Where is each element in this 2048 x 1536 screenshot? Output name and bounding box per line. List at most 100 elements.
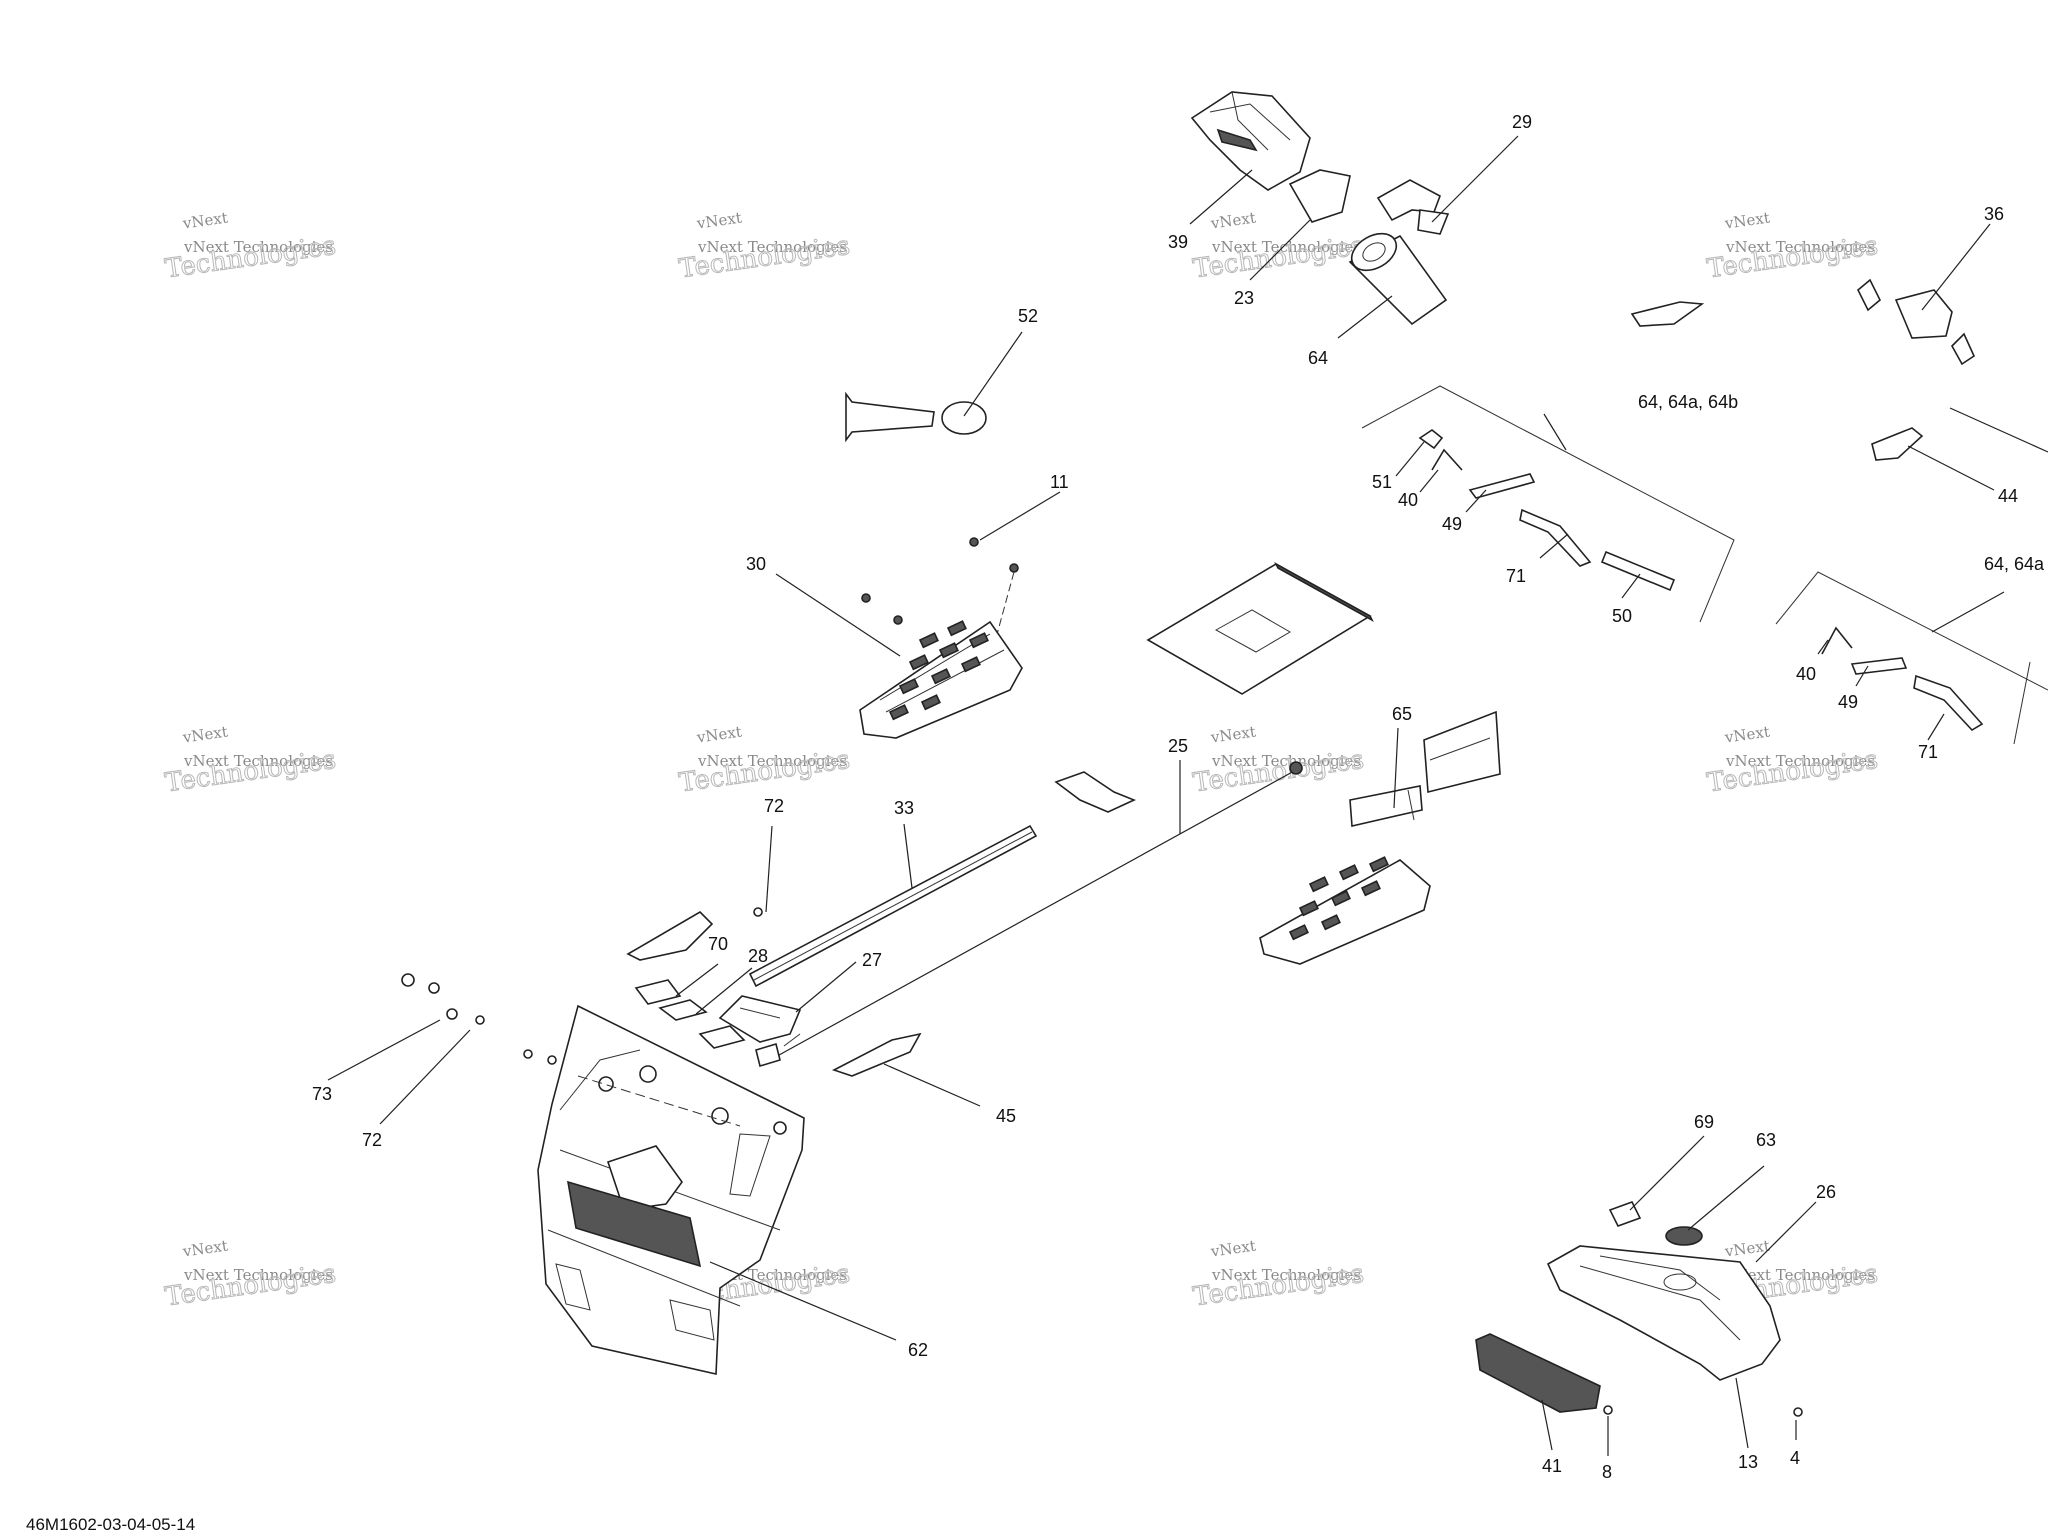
watermark-line-1: vNext — [695, 723, 743, 747]
watermark-line-2: vNext Technologies — [697, 238, 847, 256]
watermark: vNext vNext Technologies Technologies — [1191, 723, 1367, 799]
watermark: vNext vNext Technologies Technologies — [163, 209, 339, 285]
callout-labels: 29 39 23 64 36 52 64, 64a, 64b 51 40 49 … — [312, 112, 2045, 1482]
callout-36: 36 — [1984, 204, 2004, 224]
part-36-clip-left — [1857, 278, 1881, 312]
part-39-housing — [1190, 91, 1311, 191]
part-72-washer — [753, 907, 763, 917]
watermark: vNext vNext Technologies Technologies — [163, 723, 339, 799]
watermark-line-1: vNext — [1209, 1237, 1257, 1261]
leader-lines — [327, 135, 2048, 1456]
callout-49: 49 — [1442, 514, 1462, 534]
part-49-link — [1468, 473, 1536, 499]
callout-33: 33 — [894, 798, 914, 818]
diagram-reference-code: 46M1602-03-04-05-14 — [26, 1515, 195, 1534]
part-footrest-lower — [1259, 856, 1431, 965]
part-71-arm — [1519, 508, 1592, 567]
watermark-line-1: vNext — [695, 209, 743, 233]
part-51-bolt — [1418, 429, 1444, 450]
part-49-link-b — [1850, 657, 1908, 675]
part-40-pin-b — [1821, 626, 1853, 655]
watermark: vNext vNext Technologies Technologies — [677, 209, 853, 285]
callout-52: 52 — [1018, 306, 1038, 326]
part-36-clip-right — [1951, 332, 1976, 366]
part-11-screw — [969, 537, 979, 547]
callout-64-64a: 64, 64a — [1984, 554, 2045, 574]
watermark-line-2: vNext Technologies — [1211, 752, 1361, 770]
part-36-bracket — [1894, 289, 1953, 339]
footrest-lower-slots — [1288, 856, 1389, 941]
part-40-pin — [1431, 448, 1463, 471]
callout-41: 41 — [1542, 1456, 1562, 1476]
callout-64: 64 — [1308, 348, 1328, 368]
watermark-line-2: vNext Technologies — [1725, 752, 1875, 770]
part-screw-c — [547, 1055, 557, 1065]
group-bracket-64-64a-64b — [1361, 385, 1735, 623]
callout-64-64a-64b: 64, 64a, 64b — [1638, 392, 1738, 412]
callout-44: 44 — [1998, 486, 2018, 506]
callout-72-b: 72 — [362, 1130, 382, 1150]
callout-62: 62 — [908, 1340, 928, 1360]
part-69-tag — [1608, 1201, 1642, 1227]
group-bracket-64-64a — [1775, 571, 2048, 745]
watermark: vNext vNext Technologies Technologies — [163, 1237, 339, 1313]
callout-40: 40 — [1398, 490, 1418, 510]
watermark-line-1: vNext — [181, 1237, 229, 1261]
part-washer — [428, 982, 440, 994]
part-23-sticker — [1288, 169, 1351, 223]
callout-29: 29 — [1512, 112, 1532, 132]
callout-49-b: 49 — [1838, 692, 1858, 712]
part-8-screw — [1603, 1405, 1613, 1415]
callout-70: 70 — [708, 934, 728, 954]
part-27-bracket — [718, 995, 802, 1047]
watermark-line-2: vNext Technologies — [1725, 1266, 1875, 1284]
callout-13: 13 — [1738, 1452, 1758, 1472]
watermark-line-2: vNext Technologies — [183, 238, 333, 256]
part-72-washer-b — [475, 1015, 485, 1025]
watermark-line-2: vNext Technologies — [1211, 238, 1361, 256]
callout-27: 27 — [862, 950, 882, 970]
part-screw-b — [523, 1049, 533, 1059]
part-73-nut — [401, 973, 415, 987]
part-13-rear-cover — [1546, 1245, 1781, 1381]
part-71-arm-b — [1913, 674, 1984, 732]
callout-23: 23 — [1234, 288, 1254, 308]
callout-51: 51 — [1372, 472, 1392, 492]
part-70-pad — [634, 979, 682, 1005]
watermark-line-1: vNext — [1723, 1237, 1771, 1261]
part-4-screw — [1793, 1407, 1803, 1417]
watermark: vNext vNext Technologies Technologies — [1705, 209, 1881, 285]
watermark: vNext vNext Technologies Technologies — [1191, 1237, 1367, 1313]
part-28-pad — [658, 999, 708, 1021]
callout-45: 45 — [996, 1106, 1016, 1126]
part-30-footrest — [859, 620, 1023, 739]
part-patch — [1054, 771, 1137, 813]
watermark: vNext vNext Technologies Technologies — [1191, 209, 1367, 285]
callout-65: 65 — [1392, 704, 1412, 724]
part-pad-small — [698, 1025, 746, 1049]
part-44-pad — [1871, 427, 1924, 461]
part-65-decal-sheet — [1349, 710, 1501, 827]
watermark-line-2: vNext Technologies — [183, 1266, 333, 1284]
callout-30: 30 — [746, 554, 766, 574]
callout-71: 71 — [1506, 566, 1526, 586]
part-50-plate — [1600, 550, 1676, 592]
part-63-emblem — [1665, 1226, 1703, 1246]
part-manual — [1146, 562, 1374, 695]
watermark-line-1: vNext — [181, 723, 229, 747]
part-52-mirror — [845, 391, 987, 443]
callout-11: 11 — [1050, 472, 1069, 492]
watermark: vNext vNext Technologies Technologies — [677, 723, 853, 799]
callout-69: 69 — [1694, 1112, 1714, 1132]
part-62-hood — [537, 1004, 805, 1375]
part-25-cable — [755, 761, 1303, 1068]
callout-63: 63 — [1756, 1130, 1776, 1150]
callout-25: 25 — [1168, 736, 1188, 756]
watermark-line-2: vNext Technologies — [1725, 238, 1875, 256]
part-screw — [861, 593, 871, 603]
part-screw — [1009, 563, 1019, 573]
callout-26: 26 — [1816, 1182, 1836, 1202]
part-29-clamp — [1376, 179, 1450, 235]
part-45-pad — [831, 1032, 922, 1077]
